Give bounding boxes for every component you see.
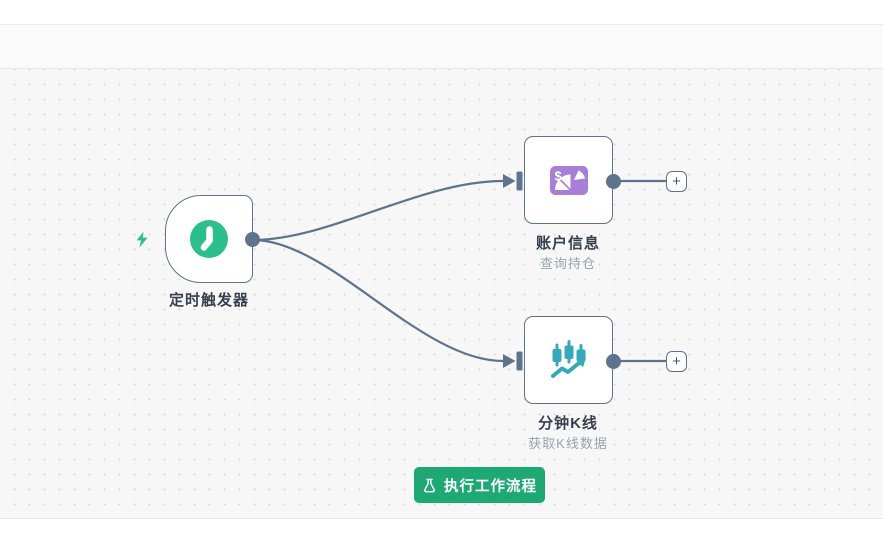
node-label-minute-kline: 分钟K线 bbox=[538, 415, 598, 432]
output-port-trigger[interactable] bbox=[245, 232, 260, 247]
clock-icon bbox=[190, 220, 228, 258]
add-node-button-account[interactable]: + bbox=[666, 171, 687, 192]
node-account-info[interactable]: $ bbox=[524, 136, 613, 224]
node-subtitle-minute-kline: 获取K线数据 bbox=[528, 436, 608, 451]
window-top-bar bbox=[0, 0, 883, 25]
dollar-pie-chart-icon: $ bbox=[549, 165, 588, 195]
output-port-kline[interactable] bbox=[606, 354, 621, 369]
candlestick-chart-icon bbox=[550, 340, 586, 378]
editor-toolbar bbox=[0, 25, 883, 69]
node-minute-kline[interactable] bbox=[524, 316, 613, 404]
flask-icon bbox=[424, 478, 435, 492]
node-subtitle-account-info: 查询持仓 bbox=[539, 256, 596, 271]
node-timer-trigger[interactable] bbox=[165, 195, 253, 283]
execute-workflow-button[interactable]: 执行工作流程 bbox=[414, 467, 545, 503]
output-port-account[interactable] bbox=[606, 174, 621, 189]
execute-workflow-label: 执行工作流程 bbox=[444, 478, 537, 495]
add-node-button-kline[interactable]: + bbox=[666, 351, 687, 372]
node-label-timer-trigger: 定时触发器 bbox=[168, 292, 249, 309]
node-label-account-info: 账户信息 bbox=[535, 235, 600, 252]
lightning-icon bbox=[136, 231, 148, 248]
svg-text:$: $ bbox=[554, 168, 562, 183]
